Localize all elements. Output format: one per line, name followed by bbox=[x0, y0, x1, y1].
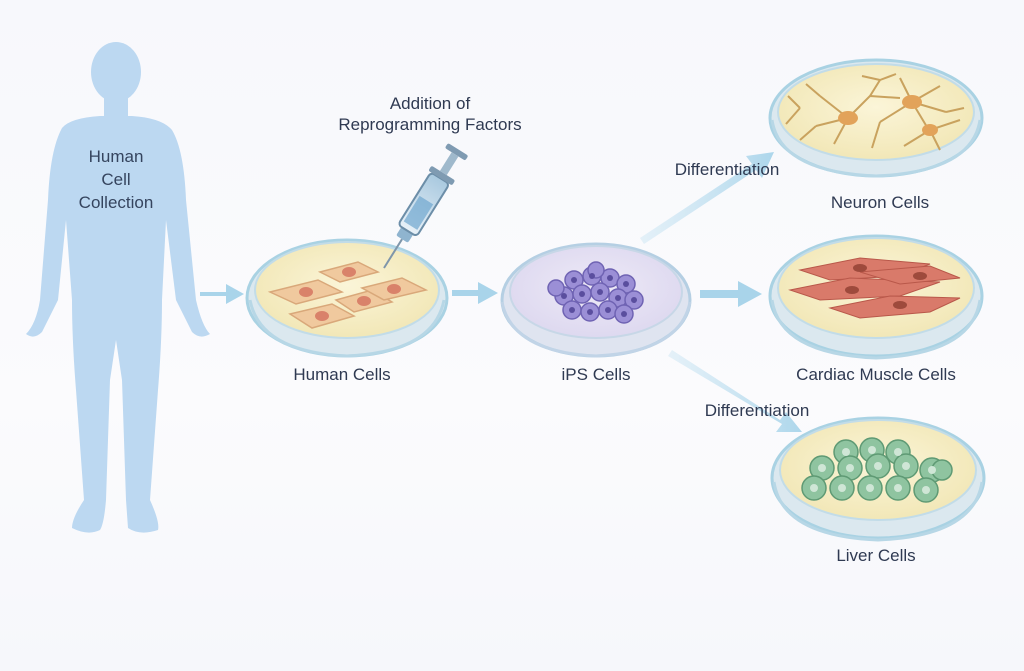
differentiation-bottom-label: Differentiation bbox=[704, 401, 810, 420]
cardiac-cells-label: Cardiac Muscle Cells bbox=[796, 365, 956, 384]
arrow-icon bbox=[200, 284, 244, 304]
cardiac-cells-dish bbox=[768, 234, 984, 360]
human-label-line-1: Human bbox=[88, 147, 144, 166]
neuron-cells-label: Neuron Cells bbox=[830, 193, 930, 212]
arrow-icon bbox=[700, 281, 762, 307]
ips-cells-label: iPS Cells bbox=[561, 365, 631, 384]
liver-cells-dish bbox=[770, 416, 986, 542]
liver-cells-label: Liver Cells bbox=[836, 546, 916, 565]
differentiation-top-label: Differentiation bbox=[674, 160, 780, 179]
human-label-line-2: Cell bbox=[101, 170, 131, 189]
arrow-icon bbox=[452, 282, 498, 304]
reprogramming-line-2: Reprogramming Factors bbox=[338, 115, 522, 135]
arrow-icon bbox=[640, 152, 774, 244]
human-label-line-3: Collection bbox=[78, 193, 154, 212]
reprogramming-label: Addition of Reprogramming Factors bbox=[338, 93, 521, 136]
human-cells-label: Human Cells bbox=[293, 365, 391, 384]
human-silhouette-icon bbox=[26, 42, 210, 533]
neuron-cells-dish bbox=[768, 58, 984, 178]
ips-cells-dish bbox=[500, 242, 692, 358]
human-cells-dish bbox=[245, 238, 449, 358]
human-cell-collection-label: Human Cell Collection bbox=[79, 145, 154, 214]
syringe-icon bbox=[383, 143, 468, 269]
reprogramming-line-1: Addition of bbox=[389, 94, 471, 113]
arrow-icon bbox=[668, 350, 802, 432]
